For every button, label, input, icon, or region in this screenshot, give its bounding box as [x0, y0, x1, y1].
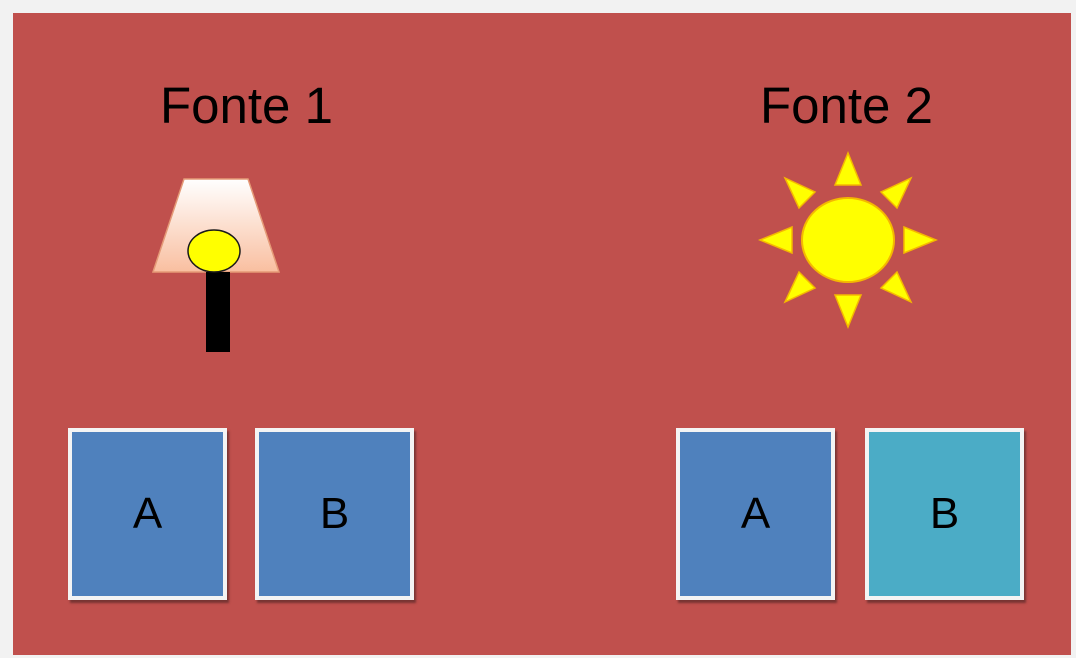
source-2-card-b: B	[865, 428, 1024, 600]
source-2-card-a: A	[676, 428, 835, 600]
lamp-icon	[151, 178, 281, 352]
source-1-title: Fonte 1	[160, 77, 333, 134]
sun-disc	[801, 197, 895, 283]
card-label: A	[740, 489, 771, 538]
lamp-shade	[151, 178, 281, 273]
source-1-card-a: A	[68, 428, 227, 600]
card-label: B	[319, 489, 350, 538]
diagram-canvas: Fonte 1 Fonte 2	[13, 13, 1071, 655]
source-2-title: Fonte 2	[760, 77, 933, 134]
light-bulb	[187, 229, 241, 273]
source-1-card-b: B	[255, 428, 414, 600]
sun-rays	[758, 151, 938, 329]
card-label: A	[132, 489, 163, 538]
card-label: B	[929, 489, 960, 538]
sun-icon	[758, 151, 938, 329]
lamp-stand	[206, 272, 230, 352]
